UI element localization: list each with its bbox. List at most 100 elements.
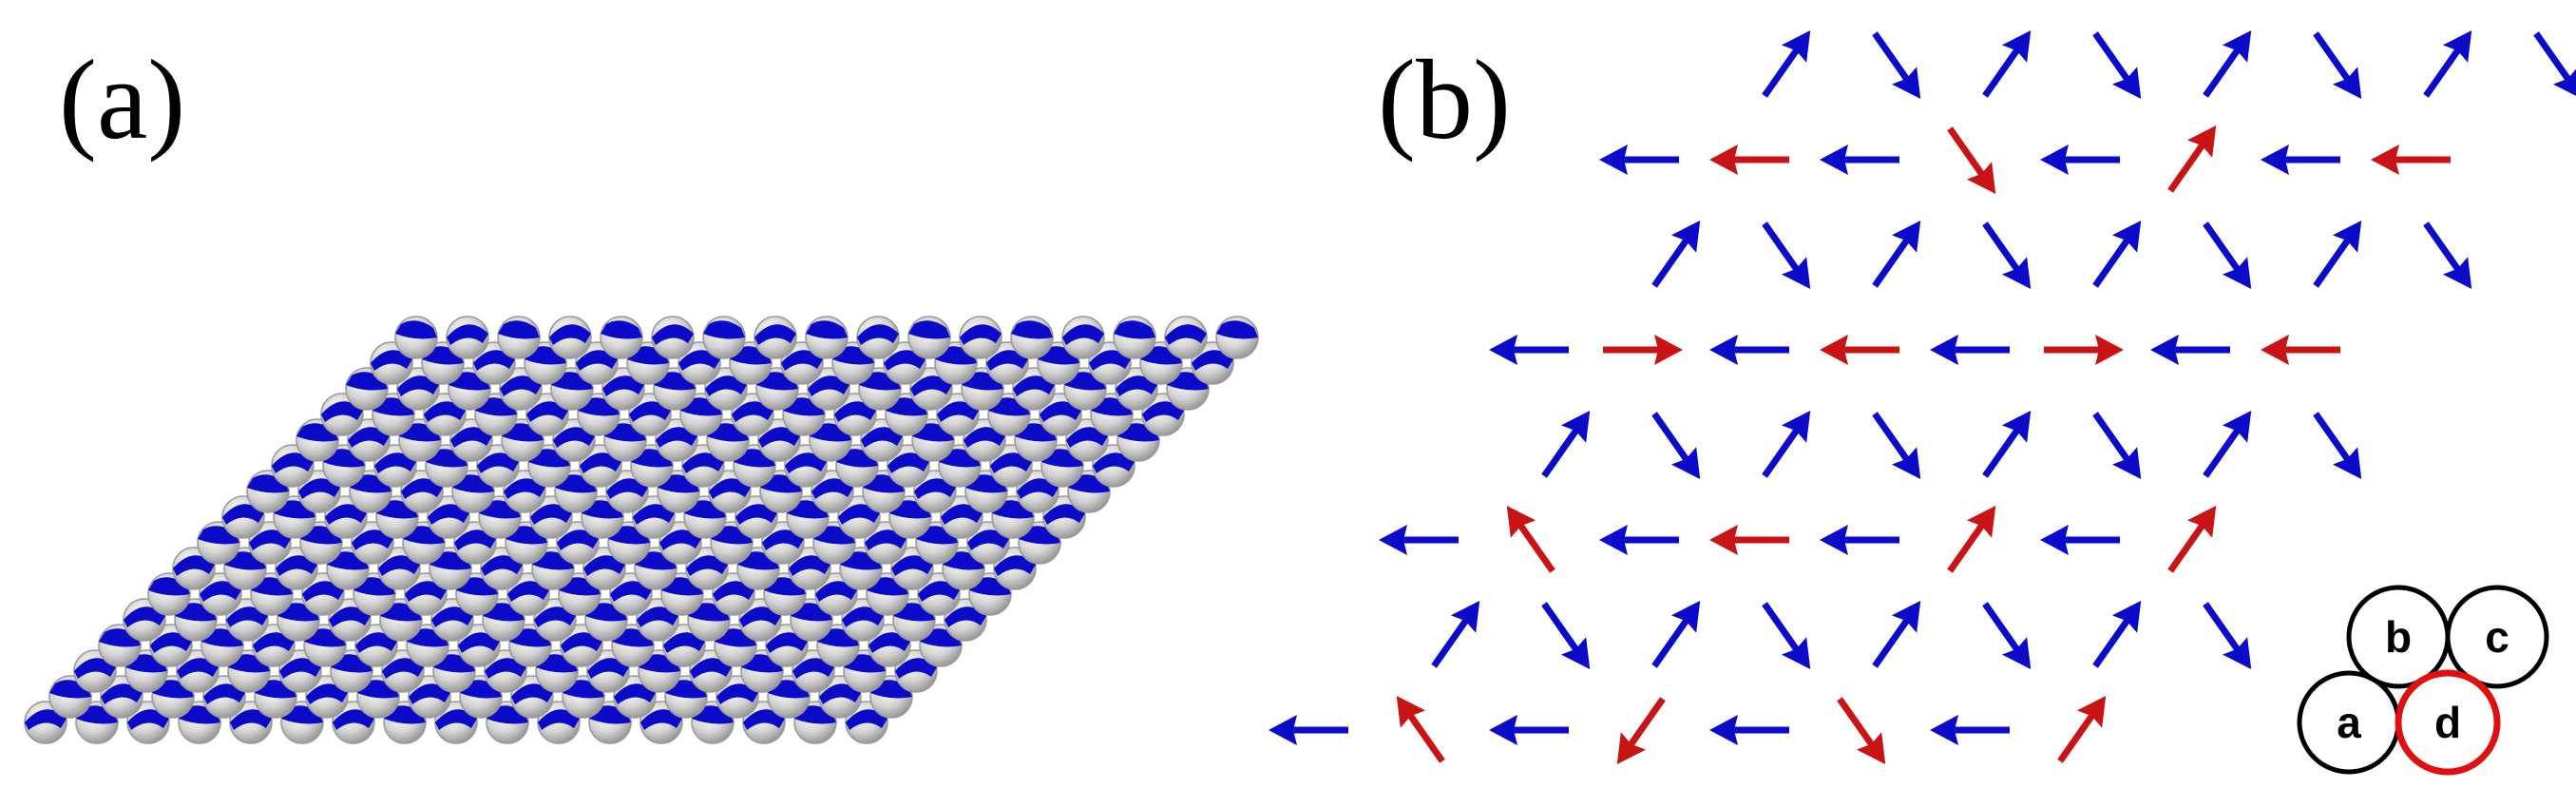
spin-cap bbox=[481, 555, 523, 576]
spin-arrow-minority bbox=[1396, 695, 1445, 763]
spin-cap bbox=[485, 658, 526, 679]
spin-arrow-majority bbox=[1489, 335, 1569, 365]
spin-cap bbox=[583, 555, 625, 576]
spin-cap bbox=[766, 632, 808, 653]
spin-arrow-majority bbox=[1982, 602, 2032, 670]
spin-cap bbox=[397, 375, 439, 396]
spin-cap bbox=[382, 658, 424, 679]
spin-arrow-majority bbox=[2261, 144, 2340, 175]
spin-cap bbox=[473, 350, 515, 371]
spin-cap bbox=[819, 683, 861, 704]
spin-arrow-majority bbox=[1651, 600, 1701, 668]
spin-cap bbox=[914, 478, 956, 499]
spin-cap bbox=[374, 452, 416, 473]
spin-cap bbox=[857, 324, 899, 345]
legend-label-d: d bbox=[2434, 698, 2461, 747]
spin-cap bbox=[686, 555, 728, 576]
spin-cap bbox=[1093, 452, 1135, 473]
spin-cap bbox=[652, 324, 694, 345]
spin-cap bbox=[713, 581, 754, 602]
spin-cap bbox=[834, 401, 876, 422]
spin-cap bbox=[789, 555, 830, 576]
spin-cap bbox=[101, 683, 143, 704]
spin-arrow-minority bbox=[2371, 144, 2451, 175]
spin-arrow-majority bbox=[2423, 221, 2472, 290]
spin-arrow-minority bbox=[2167, 125, 2217, 193]
spin-cap bbox=[447, 324, 488, 345]
spin-cap bbox=[941, 504, 983, 525]
spin-cap bbox=[633, 504, 675, 525]
spin-cap bbox=[1216, 320, 1258, 339]
spin-cap bbox=[173, 555, 215, 576]
spin-cap bbox=[561, 632, 602, 653]
spin-cap bbox=[428, 504, 469, 525]
spin-cap bbox=[276, 555, 317, 576]
spin-arrow-minority bbox=[1947, 505, 1996, 573]
spin-arrow-minority bbox=[2167, 505, 2217, 573]
spin-arrow-majority bbox=[1269, 715, 1348, 745]
spin-arrow-majority bbox=[1431, 600, 1480, 668]
spin-cap bbox=[587, 658, 629, 679]
spin-cap bbox=[371, 350, 412, 371]
spin-cap bbox=[1165, 324, 1207, 345]
spin-arrow-minority bbox=[2057, 695, 2107, 763]
spin-cap bbox=[964, 427, 1005, 448]
spin-cap bbox=[150, 632, 192, 653]
spin-arrow-minority bbox=[1603, 335, 1683, 365]
spin-arrow-majority bbox=[1379, 525, 1459, 555]
spin-cap bbox=[967, 529, 1009, 550]
spin-arrow-majority bbox=[1982, 221, 2032, 290]
spin-arrow-majority bbox=[2203, 410, 2252, 478]
spin-cap bbox=[739, 606, 781, 627]
spin-arrow-majority bbox=[2203, 221, 2252, 290]
spin-cap bbox=[1017, 478, 1059, 499]
spin-arrow-majority bbox=[1651, 220, 1701, 288]
spin-cap bbox=[960, 324, 1002, 345]
spin-cap bbox=[230, 709, 272, 730]
spin-cap bbox=[910, 375, 952, 396]
spin-arrow-majority bbox=[1651, 412, 1701, 480]
spin-arrow-majority bbox=[1709, 715, 1789, 745]
spin-cap bbox=[580, 452, 621, 473]
spin-arrow-majority bbox=[1872, 220, 1921, 288]
spin-cap bbox=[709, 478, 751, 499]
panel-a-label: (a) bbox=[59, 36, 185, 163]
spin-cap bbox=[1116, 375, 1157, 396]
spin-cap bbox=[409, 683, 450, 704]
sphere-lattice bbox=[24, 316, 1259, 744]
spin-cap bbox=[758, 427, 800, 448]
spin-cap bbox=[378, 555, 420, 576]
spin-cap bbox=[549, 324, 591, 345]
spin-arrow-majority bbox=[2040, 525, 2120, 555]
spin-cap bbox=[454, 529, 496, 550]
spin-arrow-field bbox=[1269, 29, 2576, 765]
spin-arrow-minority bbox=[1709, 525, 1789, 555]
legend-label-a: a bbox=[2337, 698, 2361, 747]
legend-label-b: b bbox=[2385, 612, 2412, 662]
spin-cap bbox=[1011, 320, 1053, 339]
spin-arrow-majority bbox=[1872, 600, 1921, 668]
legend-ring-d bbox=[2395, 669, 2501, 776]
spin-arrow-majority bbox=[1982, 29, 2032, 98]
spin-cap bbox=[355, 632, 397, 653]
spin-arrow-minority bbox=[1820, 335, 1899, 365]
spin-cap bbox=[507, 581, 549, 602]
spin-arrow-majority bbox=[1599, 525, 1679, 555]
panel-b: (b) b c a d bbox=[1269, 29, 2576, 776]
spin-arrow-majority bbox=[1762, 602, 1811, 670]
spin-cap bbox=[895, 658, 937, 679]
spin-cap bbox=[1062, 324, 1104, 345]
spin-cap bbox=[808, 375, 849, 396]
spin-cap bbox=[352, 529, 393, 550]
spin-arrow-majority bbox=[1762, 29, 1811, 98]
spin-arrow-majority bbox=[1489, 715, 1569, 745]
spin-cap bbox=[435, 709, 477, 730]
spin-cap bbox=[732, 401, 773, 422]
spin-cap bbox=[994, 555, 1036, 576]
spin-cap bbox=[781, 350, 823, 371]
spin-arrow-majority bbox=[1872, 31, 1921, 100]
spin-arrow-majority bbox=[1762, 410, 1811, 478]
spin-cap bbox=[1192, 350, 1233, 371]
panel-a: (a) bbox=[24, 36, 1259, 744]
spin-arrow-majority bbox=[1820, 525, 1899, 555]
